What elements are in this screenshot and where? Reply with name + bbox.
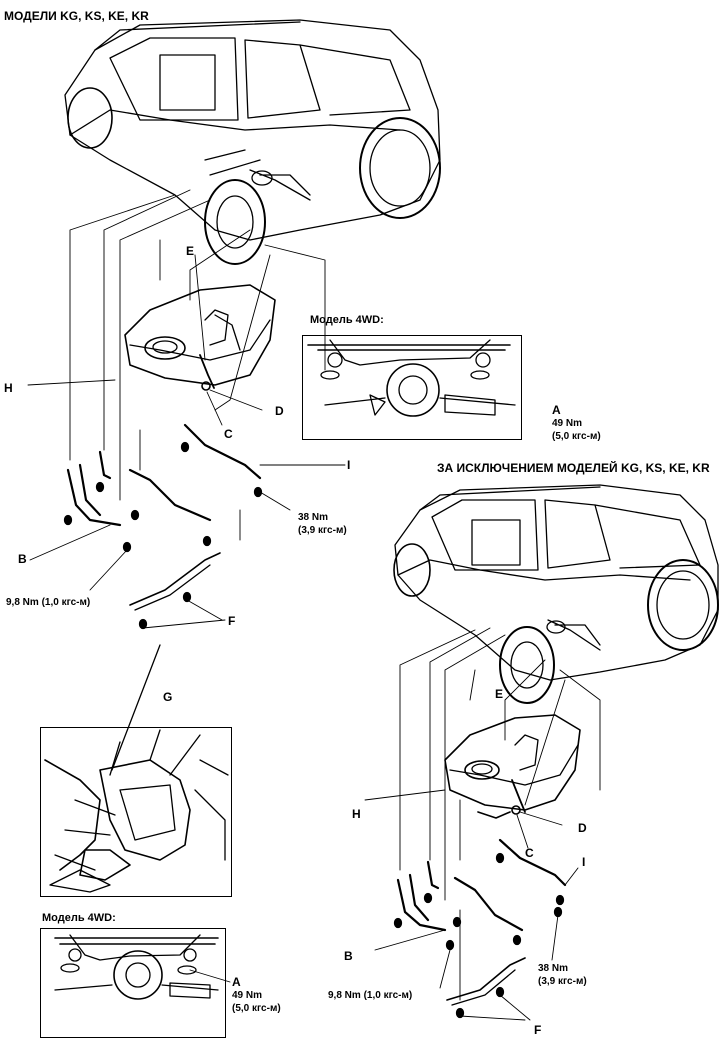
- callout-c-bottom: C: [525, 846, 534, 860]
- leader-lines-top: [27, 189, 346, 629]
- torque-38-kgf-top: (3,9 кгс-м): [298, 525, 347, 536]
- torque-98-top: 9,8 Nm (1,0 кгс-м): [6, 597, 91, 608]
- callout-c-top: C: [224, 427, 233, 441]
- callout-b-top: B: [18, 552, 27, 566]
- callout-b-bottom: B: [344, 949, 353, 963]
- vehicle-bottom-illustration: [393, 484, 719, 704]
- inset-4wd-top-art: [307, 339, 516, 417]
- fuel-tank-bottom: [444, 714, 581, 819]
- callout-i-bottom: I: [582, 855, 586, 869]
- tank-straps-top: [66, 423, 262, 611]
- torque-98-bottom: 9,8 Nm (1,0 кгс-м): [328, 990, 413, 1001]
- torque-38-nm-top: 38 Nm: [298, 512, 329, 523]
- vehicle-top-illustration: [64, 19, 441, 265]
- torque-49-kgf-top: (5,0 кгс-м): [552, 431, 601, 442]
- callout-a-bottom: A: [232, 975, 241, 989]
- fuel-tank-top: [124, 284, 276, 391]
- inset-fuel-pump-art: [44, 644, 229, 893]
- inset-title-4wd-top: Модель 4WD:: [310, 314, 384, 326]
- inset-4wd-top: [302, 335, 522, 440]
- callout-e-top: E: [186, 244, 195, 258]
- heading-except-models: ЗА ИСКЛЮЧЕНИЕМ МОДЕЛЕЙ KG, KS, KE, KR: [437, 461, 710, 475]
- callout-f-top: F: [228, 614, 236, 628]
- inset-fuel-pump-g: [40, 727, 232, 897]
- callout-g: G: [163, 690, 173, 704]
- torque-38-kgf-bottom: (3,9 кгс-м): [538, 976, 587, 987]
- inset-4wd-bottom: [40, 928, 226, 1038]
- callout-f-bottom: F: [534, 1023, 542, 1037]
- torque-49-kgf-bottom: (5,0 кгс-м): [232, 1003, 281, 1014]
- heading-top-models: МОДЕЛИ KG, KS, KE, KR: [4, 9, 149, 23]
- leader-lines-bottom: [364, 627, 601, 1021]
- callout-h-bottom: H: [352, 807, 361, 821]
- callout-a-top: A: [552, 403, 561, 417]
- inset-4wd-bottom-art: [54, 934, 231, 1000]
- callout-d-bottom: D: [578, 821, 587, 835]
- torque-38-nm-bottom: 38 Nm: [538, 963, 569, 974]
- callout-i-top: I: [347, 458, 351, 472]
- torque-49-nm-bottom: 49 Nm: [232, 990, 263, 1001]
- torque-49-nm-top: 49 Nm: [552, 418, 583, 429]
- callout-d-top: D: [275, 404, 284, 418]
- bolts-top: [63, 441, 263, 630]
- callout-h-top: H: [4, 381, 13, 395]
- tank-straps-bottom: [396, 838, 567, 1006]
- callout-e-bottom: E: [495, 687, 504, 701]
- bolts-bottom: [393, 852, 565, 1019]
- inset-title-4wd-bottom: Модель 4WD:: [42, 912, 116, 924]
